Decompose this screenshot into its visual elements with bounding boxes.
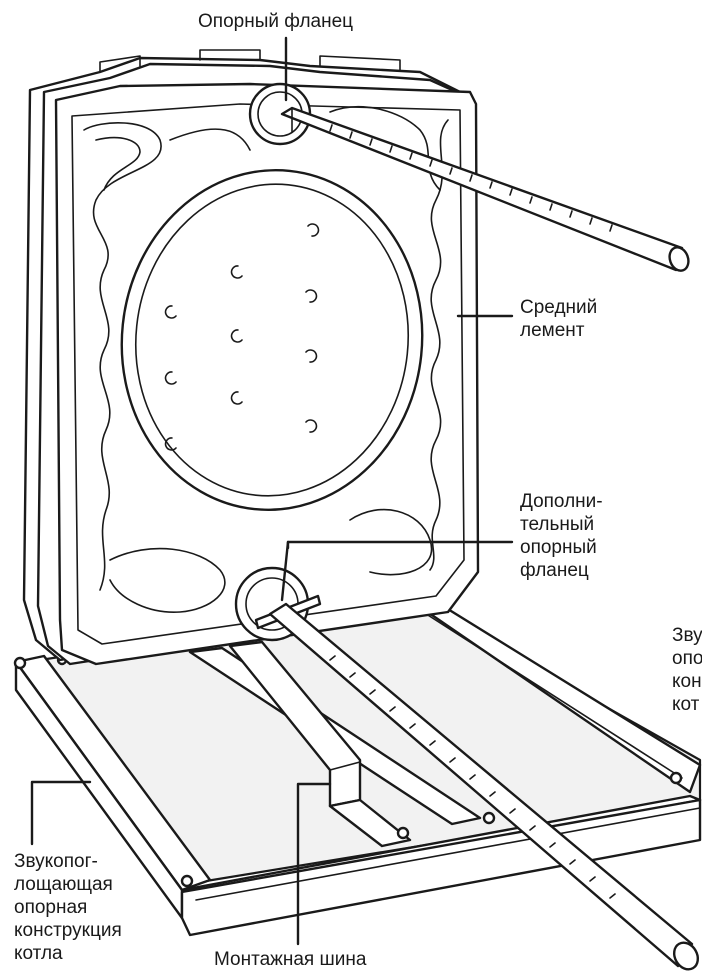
label-support-flange: Опорный фланец — [198, 11, 354, 32]
label-extra-support-flange: Дополни- тельный опорный фланец — [520, 491, 603, 581]
leader-lines — [30, 36, 514, 946]
leader-mounting-rail — [296, 782, 332, 946]
support-frame — [13, 596, 702, 937]
leader-soundproof-support — [30, 780, 92, 846]
combustion-chamber-opening — [120, 169, 424, 511]
top-rod — [280, 106, 690, 272]
label-soundproof-support: Звукопог- лощающая опорная конструкция к… — [14, 851, 122, 964]
label-middle-element: Средний лемент — [520, 297, 598, 341]
bottom-rod — [268, 602, 700, 971]
label-mounting-rail: Монтажная шина — [214, 949, 367, 970]
label-soundproof-support-cut: Зву опо кон кот — [672, 625, 702, 715]
